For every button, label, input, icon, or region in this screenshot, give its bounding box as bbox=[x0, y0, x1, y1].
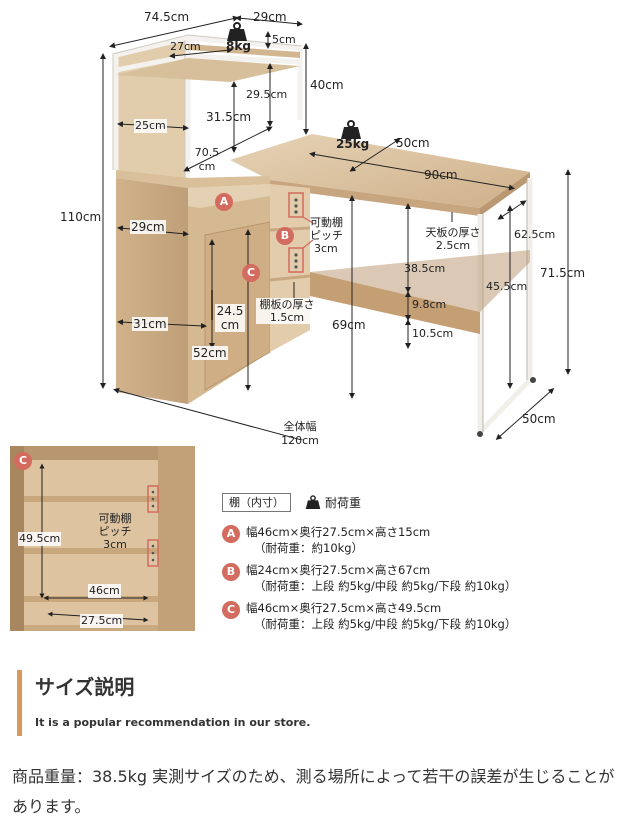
dim-width-29: 29cm bbox=[253, 10, 287, 24]
dim-height-715: 71.5cm bbox=[540, 266, 586, 280]
shelf-thickness-note: 棚板の厚さ 1.5cm bbox=[256, 298, 318, 324]
inset-dim-depth-275: 27.5cm bbox=[80, 614, 124, 628]
dim-total-width-label: 全体幅 bbox=[283, 420, 317, 433]
section-subtitle: It is a popular recommendation in our st… bbox=[35, 716, 311, 729]
spec-marker-a: A bbox=[222, 525, 240, 543]
top-shelf-load: 8kg bbox=[226, 39, 251, 53]
spec-b-size: 幅24cm×奥行27.5cm×高さ67cm bbox=[246, 563, 431, 577]
movable-shelf-line1: 可動棚 bbox=[310, 216, 343, 229]
cabinet-interior-photo: C 49.5cm 可動棚 ピッチ 3cm 46cm 27.5cm bbox=[10, 446, 195, 631]
weight-icon bbox=[341, 120, 361, 139]
inset-marker-c: C bbox=[14, 452, 32, 470]
inset-dim-width-46: 46cm bbox=[88, 584, 121, 598]
dim-height-105: 10.5cm bbox=[412, 327, 454, 340]
marker-c: C bbox=[242, 264, 260, 282]
load-key: 耐荷重 bbox=[305, 494, 361, 511]
dim-width-745: 74.5cm bbox=[144, 10, 190, 24]
inset-dim-height-495: 49.5cm bbox=[18, 532, 62, 546]
marker-a: A bbox=[215, 193, 233, 211]
dim-width-25: 25cm bbox=[134, 119, 167, 133]
desk-frame bbox=[477, 178, 533, 434]
dim-depth-50-base: 50cm bbox=[522, 412, 556, 426]
shelf-spec-legend: 棚（内寸） 耐荷重 A 幅46cm×奥行27.5cm×高さ15cm （耐荷重：約… bbox=[222, 492, 622, 642]
size-description-section: サイズ説明 It is a popular recommendation in … bbox=[17, 670, 617, 740]
spec-a-size: 幅46cm×奥行27.5cm×高さ15cm bbox=[246, 525, 431, 539]
inset-movable-note: 可動棚 ピッチ 3cm bbox=[90, 512, 140, 551]
dim-width-245-value: 24.5 bbox=[216, 304, 244, 318]
dim-width-245: 24.5 cm bbox=[215, 304, 245, 332]
dim-width-705: 70.5 cm bbox=[194, 146, 220, 174]
dim-width-245-unit: cm bbox=[220, 318, 240, 332]
dim-total-width-value: 120cm bbox=[281, 434, 319, 447]
dim-height-385: 38.5cm bbox=[404, 262, 446, 275]
spec-a-load: （耐荷重：約10kg） bbox=[254, 541, 364, 555]
top-thickness-line2: 2.5cm bbox=[435, 239, 471, 252]
accent-bar bbox=[17, 670, 22, 736]
dim-height-69: 69cm bbox=[332, 318, 366, 332]
shelf-inner-dimension-tag: 棚（内寸） bbox=[222, 492, 291, 512]
dim-height-40: 40cm bbox=[310, 78, 344, 92]
spec-marker-c: C bbox=[222, 601, 240, 619]
movable-shelf-note: 可動棚 ピッチ 3cm bbox=[310, 216, 343, 255]
section-title: サイズ説明 bbox=[35, 675, 135, 699]
dim-height-110: 110cm bbox=[60, 210, 102, 224]
desk-top-load: 25kg bbox=[336, 137, 370, 151]
load-key-label: 耐荷重 bbox=[325, 495, 362, 510]
tall-compartment bbox=[270, 184, 310, 352]
legend-header: 棚（内寸） 耐荷重 bbox=[222, 492, 361, 512]
dim-height-52: 52cm bbox=[192, 346, 228, 360]
dim-width-31: 31cm bbox=[132, 317, 168, 331]
inset-movable-line2: ピッチ bbox=[98, 525, 132, 538]
dim-height-98: 9.8cm bbox=[412, 298, 447, 311]
dim-width-705-unit: cm bbox=[198, 160, 216, 173]
spec-c-size: 幅46cm×奥行27.5cm×高さ49.5cm bbox=[246, 601, 442, 615]
marker-b: B bbox=[276, 227, 294, 245]
dim-height-315: 31.5cm bbox=[206, 110, 252, 124]
weight-icon bbox=[305, 494, 321, 509]
spec-b-load: （耐荷重：上段 約5kg/中段 約5kg/下段 約10kg） bbox=[254, 579, 517, 593]
inset-movable-line1: 可動棚 bbox=[98, 512, 132, 525]
dim-height-455: 45.5cm bbox=[486, 280, 528, 293]
furniture-dimension-diagram: 8kg 25kg 74.5cm 29cm 27cm 5cm 40cm 29.5c… bbox=[60, 10, 586, 447]
cabinet-front bbox=[116, 178, 188, 404]
cabinet-top bbox=[116, 170, 270, 188]
movable-shelf-line2: ピッチ bbox=[310, 229, 343, 242]
top-thickness-note: 天板の厚さ 2.5cm bbox=[420, 226, 486, 252]
dim-depth-50-top: 50cm bbox=[396, 136, 430, 150]
spec-c-load: （耐荷重：上段 約5kg/中段 約5kg/下段 約10kg） bbox=[254, 617, 517, 631]
dim-height-5: 5cm bbox=[272, 33, 296, 46]
top-thickness-line1: 天板の厚さ bbox=[425, 226, 481, 239]
spec-marker-b: B bbox=[222, 563, 240, 581]
dim-total-width: 全体幅 120cm bbox=[278, 420, 322, 448]
shelf-thickness-line2: 1.5cm bbox=[269, 311, 305, 324]
movable-shelf-line3: 3cm bbox=[314, 242, 338, 255]
weight-icon bbox=[227, 22, 247, 41]
shelf-thickness-line1: 棚板の厚さ bbox=[259, 298, 315, 311]
dim-depth-625: 62.5cm bbox=[514, 228, 556, 241]
dim-width-27: 27cm bbox=[170, 40, 201, 53]
hutch-top-shelf bbox=[116, 58, 300, 82]
inset-movable-line3: 3cm bbox=[103, 538, 127, 551]
dimension-lines bbox=[100, 15, 571, 440]
dim-height-295: 29.5cm bbox=[246, 88, 288, 101]
dim-width-90: 90cm bbox=[424, 168, 458, 182]
dim-width-705-value: 70.5 bbox=[194, 146, 220, 159]
dim-width-29-mid: 29cm bbox=[130, 220, 166, 234]
product-weight-note: 商品重量：38.5kg 実測サイズのため、測る場所によって若干の誤差が生じること… bbox=[12, 767, 615, 816]
